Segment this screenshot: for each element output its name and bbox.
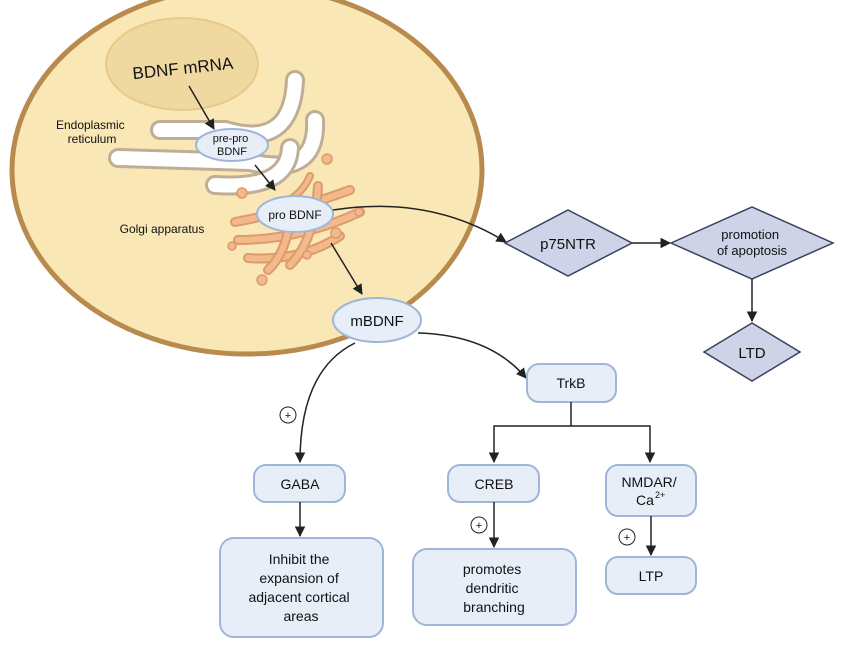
plus-sign-creb: + (476, 520, 482, 532)
plus-sign-nmdar: + (624, 532, 630, 544)
arrow-mrna-to-prepro (188, 85, 215, 130)
trkb-label: TrkB (556, 375, 585, 391)
plus-sign-gaba: + (285, 410, 291, 422)
nmdar-superscript: 2+ (655, 490, 665, 500)
plus-icon-creb (470, 516, 488, 534)
nucleus (105, 17, 259, 111)
p75ntr-label: p75NTR (540, 236, 596, 253)
dendritic-label: promotes dendritic branching (463, 561, 525, 615)
creb-label: CREB (475, 476, 514, 492)
ltd-label: LTD (738, 345, 765, 362)
dendritic-node (412, 548, 577, 626)
endoplasmic-reticulum (108, 70, 326, 196)
inhibit-label: Inhibit the expansion of adjacent cortic… (248, 551, 353, 624)
arrow-trkb-to-nmdar (571, 425, 656, 464)
apoptosis-label: promotion of apoptosis (717, 227, 788, 258)
ltp-label: LTP (639, 568, 664, 584)
arrow-mbdnf-to-trkb (417, 332, 527, 379)
nmdar-label: NMDAR/ Ca (621, 474, 680, 508)
nmdar-node (605, 464, 697, 517)
apoptosis-node (669, 206, 835, 280)
mbdnf-label: mBDNF (350, 313, 403, 330)
golgi-vesicles (227, 153, 364, 286)
mbdnf-node (332, 297, 422, 343)
ltp-node (605, 556, 697, 595)
pro-bdnf-label: pro BDNF (268, 208, 321, 222)
arrow-prepro-to-pro (254, 164, 276, 191)
arrow-pro-to-mbdnf (330, 242, 363, 295)
pro-bdnf-node (256, 195, 334, 233)
gaba-label: GABA (281, 476, 321, 492)
ltd-node (702, 322, 802, 382)
pre-pro-bdnf-label: pre-pro BDNF (213, 133, 252, 158)
pre-pro-bdnf-node (195, 128, 269, 162)
arrow-mbdnf-to-gaba (294, 342, 356, 464)
plus-icon-gaba (279, 406, 297, 424)
golgi-label: Golgi apparatus (120, 222, 205, 236)
er-label: Endoplasmic reticulum (56, 118, 128, 146)
arrow-trkb-to-creb (488, 402, 572, 464)
plus-icon-nmdar (618, 528, 636, 546)
arrow-pro-to-p75ntr (332, 205, 507, 243)
inhibit-node (219, 537, 384, 638)
